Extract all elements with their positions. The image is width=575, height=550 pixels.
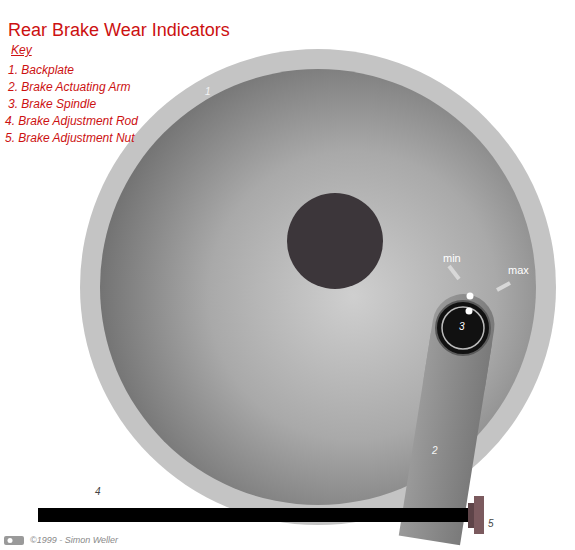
key-item: 4. Brake Adjustment Rod — [5, 115, 138, 129]
callout-number: 1 — [205, 86, 211, 98]
key-heading: Key — [11, 44, 32, 58]
copyright-note: ©1999 - Simon Weller — [30, 535, 118, 545]
indicator-label: min — [443, 252, 461, 265]
max-indicator — [497, 283, 510, 290]
spindle-ring — [442, 307, 484, 349]
brake-adjustment-rod — [38, 508, 472, 522]
brake-spindle — [436, 301, 490, 355]
copyright-icon — [4, 536, 24, 545]
spindle-mark — [466, 308, 473, 315]
diagram-title: Rear Brake Wear Indicators — [8, 20, 230, 41]
backplate-rim — [80, 49, 556, 525]
callout-number: 3 — [459, 321, 465, 333]
brake-adjustment-nut — [474, 496, 484, 534]
callout-number: 5 — [488, 518, 494, 530]
callout-number: 4 — [95, 486, 101, 498]
min-indicator — [449, 266, 459, 279]
callout-number: 2 — [432, 445, 438, 457]
key-item: 5. Brake Adjustment Nut — [5, 132, 135, 146]
hub-hole — [287, 193, 383, 289]
nut-collar — [468, 503, 474, 528]
key-item: 2. Brake Actuating Arm — [8, 81, 131, 95]
key-item: 1. Backplate — [8, 64, 74, 78]
wear-pointer — [467, 293, 474, 300]
brake-actuating-arm — [399, 290, 499, 546]
copyright-icon-dot — [8, 538, 13, 543]
key-item: 3. Brake Spindle — [8, 98, 96, 112]
indicator-label: max — [508, 264, 529, 277]
